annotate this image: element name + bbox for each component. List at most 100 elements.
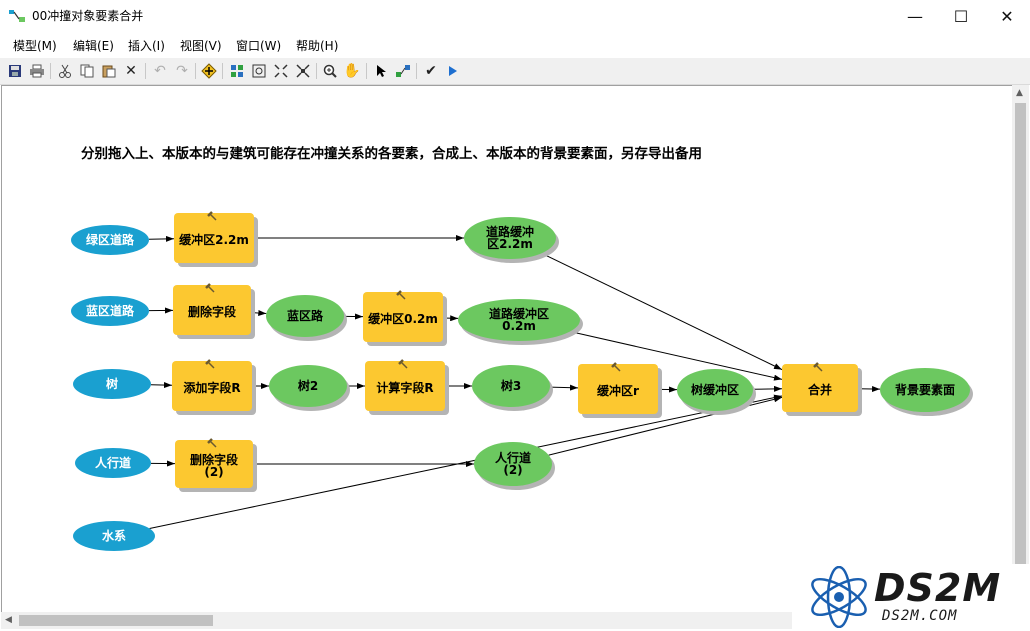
node-label: 树3 (501, 378, 521, 393)
cut-icon[interactable] (55, 61, 75, 81)
hammer-icon (398, 359, 408, 369)
menu-insert[interactable]: 插入(I) (128, 39, 165, 53)
validate-icon[interactable]: ✔ (425, 63, 437, 79)
maximize-button[interactable]: ☐ (938, 0, 984, 32)
scroll-left-icon[interactable]: ◀ (5, 615, 12, 625)
node-label: 绿区道路 (86, 232, 135, 247)
model-note-text: 分别拖入上、本版本的与建筑可能存在冲撞关系的各要素，合成上、本版本的背景要素面，… (81, 145, 702, 162)
horizontal-scroll-thumb[interactable] (19, 615, 213, 626)
hammer-icon (207, 211, 217, 221)
node-label: 添加字段R (183, 380, 240, 395)
print-icon[interactable] (27, 61, 47, 81)
output-data-node[interactable]: 背景要素面 (880, 368, 973, 416)
input-data-node[interactable]: 人行道 (75, 448, 151, 478)
vertical-scroll-thumb[interactable] (1015, 103, 1026, 567)
horizontal-scrollbar[interactable]: ◀ (1, 612, 1012, 629)
input-data-node[interactable]: 蓝区道路 (71, 296, 149, 326)
select-icon[interactable] (371, 61, 391, 81)
node-label: 树 (106, 376, 118, 391)
pan-icon[interactable]: ✋ (343, 63, 361, 79)
delete-icon[interactable]: ✕ (125, 63, 137, 79)
menu-edit[interactable]: 编辑(E) (73, 39, 114, 53)
tool-node[interactable]: 删除字段(2) (175, 438, 257, 492)
add-data-icon[interactable] (199, 61, 219, 81)
output-data-node[interactable]: 树2 (269, 365, 350, 411)
node-label: 删除字段 (190, 452, 239, 467)
tool-node[interactable]: 合并 (782, 362, 862, 416)
tool-node[interactable]: 缓冲区0.2m (363, 290, 447, 346)
menu-model[interactable]: 模型(M) (13, 39, 57, 53)
zoom-in-icon[interactable] (320, 61, 340, 81)
watermark: DS2M DS2M.COM (792, 564, 1030, 631)
output-data-node[interactable]: 蓝区路 (266, 295, 347, 341)
model-app-icon (9, 10, 25, 22)
connect-icon[interactable] (393, 61, 413, 81)
scroll-up-icon[interactable]: ▲ (1016, 88, 1023, 98)
node-label: 删除字段 (188, 304, 237, 319)
title-bar: 00冲撞对象要素合并 — ☐ ✕ (0, 0, 1030, 32)
tool-node[interactable]: 缓冲区2.2m (174, 211, 258, 267)
input-data-node[interactable]: 绿区道路 (71, 225, 149, 255)
copy-icon[interactable] (77, 61, 97, 81)
tool-node[interactable]: 缓冲区r (578, 362, 662, 418)
node-label: 人行道 (95, 455, 131, 470)
node-label: 人行道 (495, 450, 531, 465)
fixed-zoom-in-icon[interactable] (271, 61, 291, 81)
node-label: 背景要素面 (895, 382, 955, 397)
close-button[interactable]: ✕ (984, 0, 1030, 32)
output-data-node[interactable]: 树缓冲区 (677, 369, 756, 415)
atom-logo-icon (811, 566, 867, 628)
watermark-main-text: DS2M (874, 566, 1002, 610)
tool-node[interactable]: 删除字段 (173, 283, 255, 339)
redo-icon[interactable]: ↷ (176, 63, 188, 79)
node-label: 树缓冲区 (691, 382, 739, 397)
input-data-node[interactable]: 树 (73, 369, 151, 399)
tool-node[interactable]: 计算字段R (365, 359, 449, 415)
node-label: 蓝区道路 (86, 303, 135, 318)
node-label: 0.2m (502, 319, 536, 333)
run-icon[interactable] (443, 61, 463, 81)
node-label: 缓冲区2.2m (179, 232, 249, 247)
node-label: 水系 (102, 528, 126, 543)
hammer-icon (813, 362, 823, 372)
node-label: 道路缓冲区 (489, 306, 549, 321)
auto-layout-icon[interactable] (227, 61, 247, 81)
undo-icon[interactable]: ↶ (154, 63, 166, 79)
menu-window[interactable]: 窗口(W) (236, 39, 282, 53)
connector-n15-n16[interactable] (752, 385, 783, 392)
tool-node[interactable]: 添加字段R (172, 359, 256, 415)
output-data-node[interactable]: 树3 (472, 365, 553, 411)
vertical-scrollbar[interactable]: ▲ ▼ (1012, 85, 1029, 612)
node-label: 树2 (298, 378, 318, 393)
window-title: 00冲撞对象要素合并 (32, 9, 144, 23)
node-label: 区2.2m (487, 237, 533, 251)
connector-n13-n14[interactable] (549, 384, 579, 391)
node-label: 道路缓冲 (486, 224, 534, 239)
watermark-sub-text: DS2M.COM (882, 608, 958, 624)
node-label: 缓冲区0.2m (368, 311, 438, 326)
save-icon[interactable] (5, 61, 25, 81)
close-icon: ✕ (1000, 6, 1014, 26)
hammer-icon (611, 362, 621, 372)
menu-view[interactable]: 视图(V) (180, 39, 222, 53)
connector-n3-n16[interactable] (541, 252, 783, 371)
maximize-icon: ☐ (953, 6, 969, 26)
hammer-icon (205, 359, 215, 369)
input-data-node[interactable]: 水系 (73, 521, 155, 551)
hammer-icon (207, 438, 217, 448)
output-data-node[interactable]: 人行道(2) (474, 442, 555, 490)
connector-n21-n16[interactable] (149, 394, 783, 530)
fixed-zoom-out-icon[interactable] (293, 61, 313, 81)
minimize-button[interactable]: — (892, 0, 938, 32)
menu-bar: 模型(M) 编辑(E) 插入(I) 视图(V) 窗口(W) 帮助(H) (0, 34, 1030, 56)
node-label: 计算字段R (376, 380, 433, 395)
paste-icon[interactable] (99, 61, 119, 81)
full-extent-icon[interactable] (249, 61, 269, 81)
menu-help[interactable]: 帮助(H) (296, 39, 339, 53)
connector-n8-n16[interactable] (569, 331, 783, 381)
node-label: (2) (204, 465, 223, 479)
